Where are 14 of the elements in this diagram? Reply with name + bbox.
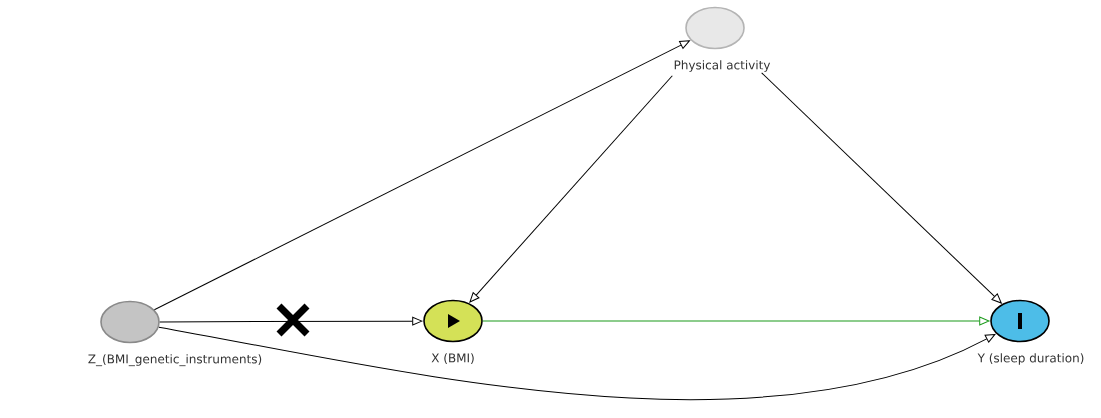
exposure-node: X (BMI) [423,299,483,364]
node-label: Y (sleep duration) [977,353,1084,365]
node-label: X (BMI) [431,353,474,364]
arrow [159,316,423,326]
node-label: Physical activity [674,60,771,72]
arrow [761,72,1002,304]
instrument-node: Z_(BMI_genetic_instruments) [88,300,262,367]
variable-node: Physical activity [674,6,771,72]
outcome-node: Y (sleep duration) [977,299,1084,365]
arrow [153,40,690,311]
node-label: Z_(BMI_genetic_instruments) [88,354,262,367]
arrow [469,75,673,303]
arrow [482,316,990,326]
arrow [158,326,996,400]
